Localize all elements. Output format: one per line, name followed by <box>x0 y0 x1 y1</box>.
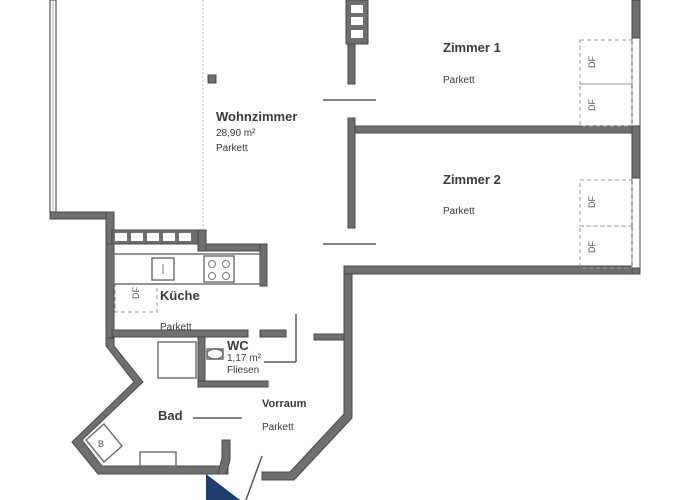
wall-kitchen-top <box>49 211 113 220</box>
skylight-z1-a: DF <box>579 39 633 85</box>
svg-text:DF: DF <box>587 241 597 253</box>
entrance-arrow <box>206 474 240 500</box>
wall-zimmer1-bottom <box>349 125 641 134</box>
wall-kitchen-bad-right <box>259 329 287 338</box>
svg-text:DF: DF <box>587 56 597 68</box>
svg-text:DF: DF <box>587 196 597 208</box>
wall-east <box>631 0 641 275</box>
floor-vorraum: Parkett <box>262 422 294 433</box>
skylight-z2-a: DF <box>579 179 633 227</box>
kitchen-counter <box>113 253 261 285</box>
skylight-z2-b: DF <box>579 225 633 269</box>
bathtub <box>139 451 177 467</box>
wall-wc-bottom <box>197 380 269 388</box>
toilet <box>206 348 224 360</box>
wall-kitchen-bad <box>111 329 249 338</box>
label-zimmer2: Zimmer 2 <box>443 172 501 187</box>
east-window-2 <box>631 177 641 269</box>
wall-vorraum-east <box>261 267 353 481</box>
shaft <box>345 0 369 85</box>
floor-wohnzimmer: Parkett <box>216 143 248 154</box>
wall-zimmer2-bottom <box>343 265 641 275</box>
label-zimmer1: Zimmer 1 <box>443 40 501 55</box>
door-entrance <box>245 455 263 500</box>
label-vorraum: Vorraum <box>262 398 307 410</box>
svg-text:B: B <box>98 439 104 449</box>
label-bad: Bad <box>158 408 183 423</box>
label-wc: WC <box>227 338 249 353</box>
kitchen-window <box>105 211 207 252</box>
floor-zimmer1: Parkett <box>443 75 475 86</box>
area-wohnzimmer: 28,90 m² <box>216 128 256 139</box>
label-wohnzimmer: Wohnzimmer <box>216 109 297 124</box>
area-wc: 1,17 m² <box>227 353 262 364</box>
wall-wc-west <box>197 336 206 388</box>
floor-kueche: Parkett <box>160 322 192 333</box>
wall-kitchen-west <box>105 243 115 345</box>
floor-zimmer2: Parkett <box>443 206 475 217</box>
wall-bad-east <box>217 439 231 475</box>
floor-wc: Fliesen <box>227 365 259 376</box>
stove <box>203 255 235 283</box>
washing-machine: B <box>85 422 123 464</box>
wall-entrance-stub <box>313 333 345 341</box>
east-window-1 <box>631 37 641 127</box>
wall-kitchen-top-right <box>199 243 267 252</box>
label-kueche: Küche <box>160 288 200 303</box>
svg-text:DF: DF <box>131 287 141 299</box>
wall-kitchen-east <box>259 243 268 287</box>
skylight-z1-b: DF <box>579 83 633 127</box>
wall-zimmer2-west <box>347 117 356 229</box>
living-column <box>207 74 217 84</box>
shower <box>157 341 197 379</box>
svg-text:DF: DF <box>587 99 597 111</box>
